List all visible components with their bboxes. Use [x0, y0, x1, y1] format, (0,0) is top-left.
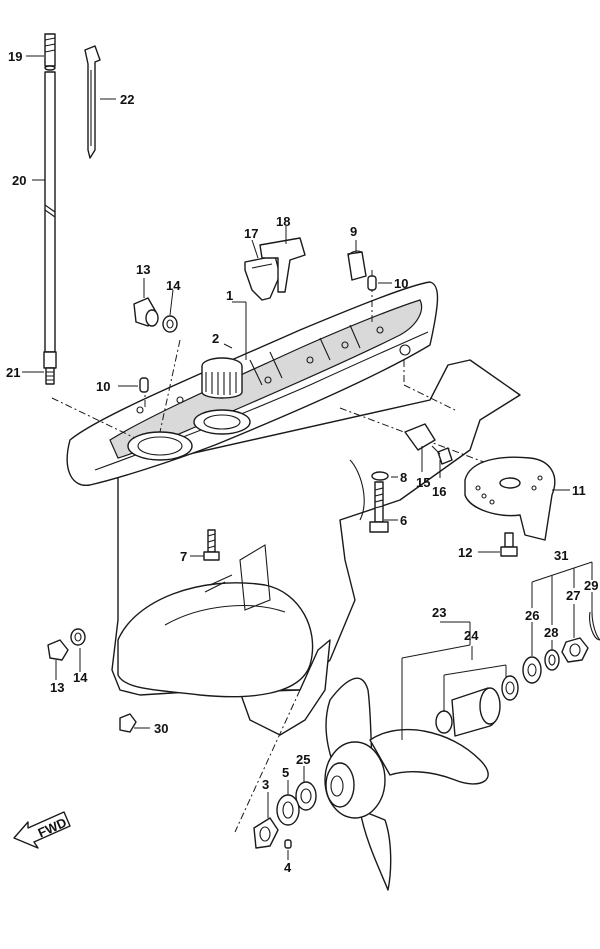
plug-part-13-lower [47, 639, 69, 661]
rod-end-part-19 [44, 33, 56, 71]
callout-16: 16 [432, 484, 446, 499]
cotter-pin-part-29 [589, 611, 600, 641]
anode-block-part-15 [404, 423, 436, 451]
nut-part-27 [561, 637, 589, 663]
callout-20: 20 [12, 173, 26, 188]
thrust-washer-part-25 [295, 781, 317, 811]
fwd-label: FWD [36, 815, 69, 841]
callout-18: 18 [276, 214, 290, 229]
callout-4: 4 [284, 860, 292, 875]
bushing-part-24 [435, 675, 519, 737]
callout-30: 30 [154, 721, 168, 736]
washer-part-8 [371, 471, 389, 481]
callout-8: 8 [400, 470, 407, 485]
seal-part-3 [253, 817, 279, 849]
callout-numbers: 19 22 20 21 18 17 9 10 13 14 1 2 10 8 15… [6, 49, 598, 875]
cable-tie-part-22 [84, 45, 101, 159]
bolt-part-12 [500, 532, 518, 557]
callout-1: 1 [226, 288, 233, 303]
callout-12: 12 [458, 545, 472, 560]
shift-rod-part-20 [44, 71, 56, 353]
callout-31: 31 [554, 548, 568, 563]
callout-25: 25 [296, 752, 310, 767]
trim-tab-anode-part-11 [464, 456, 556, 541]
nut-part-30 [119, 713, 137, 733]
cap-part-9 [347, 250, 367, 281]
callout-6: 6 [400, 513, 407, 528]
spacer-part-28 [544, 649, 560, 671]
callout-11: 11 [572, 483, 586, 498]
pump-housing-part-2 [201, 357, 243, 399]
callout-23: 23 [432, 605, 446, 620]
callout-27: 27 [566, 588, 580, 603]
callout-7: 7 [180, 549, 187, 564]
callout-9: 9 [350, 224, 357, 239]
callout-13-lower: 13 [50, 680, 64, 695]
seal-part-17 [244, 255, 281, 301]
callout-19: 19 [8, 49, 22, 64]
callout-10-upper: 10 [394, 276, 408, 291]
plate-part-18 [259, 237, 306, 293]
bolt-part-16 [431, 445, 453, 465]
leader-lines [22, 55, 593, 860]
plug-part-13-upper [133, 297, 159, 327]
callout-2: 2 [212, 331, 219, 346]
callout-3: 3 [262, 777, 269, 792]
callout-5: 5 [282, 765, 289, 780]
callout-29: 29 [584, 578, 598, 593]
callout-10-lower: 10 [96, 379, 110, 394]
callout-22: 22 [120, 92, 134, 107]
dowel-pin-part-10-upper [367, 275, 377, 291]
propeller-part-23 [324, 677, 489, 891]
gasket-part-14-upper [162, 315, 178, 333]
key-part-4 [284, 839, 292, 849]
callout-21: 21 [6, 365, 20, 380]
callout-26: 26 [525, 608, 539, 623]
callout-13-upper: 13 [136, 262, 150, 277]
gasket-part-14-lower [70, 628, 86, 646]
callout-14-upper: 14 [166, 278, 181, 293]
callout-15: 15 [416, 475, 430, 490]
rod-fitting-part-21 [43, 351, 57, 385]
spacer-part-5 [276, 794, 300, 826]
gear-case-housing-part-1 [66, 281, 521, 736]
callout-24: 24 [464, 628, 479, 643]
forward-arrow-icon: FWD [13, 811, 71, 849]
bolt-part-6 [369, 481, 389, 533]
callout-14-lower: 14 [73, 670, 88, 685]
callout-28: 28 [544, 625, 558, 640]
bolt-part-7 [203, 529, 220, 561]
callout-17: 17 [244, 226, 258, 241]
dowel-pin-part-10-lower [139, 377, 149, 393]
washer-part-26 [522, 656, 542, 684]
